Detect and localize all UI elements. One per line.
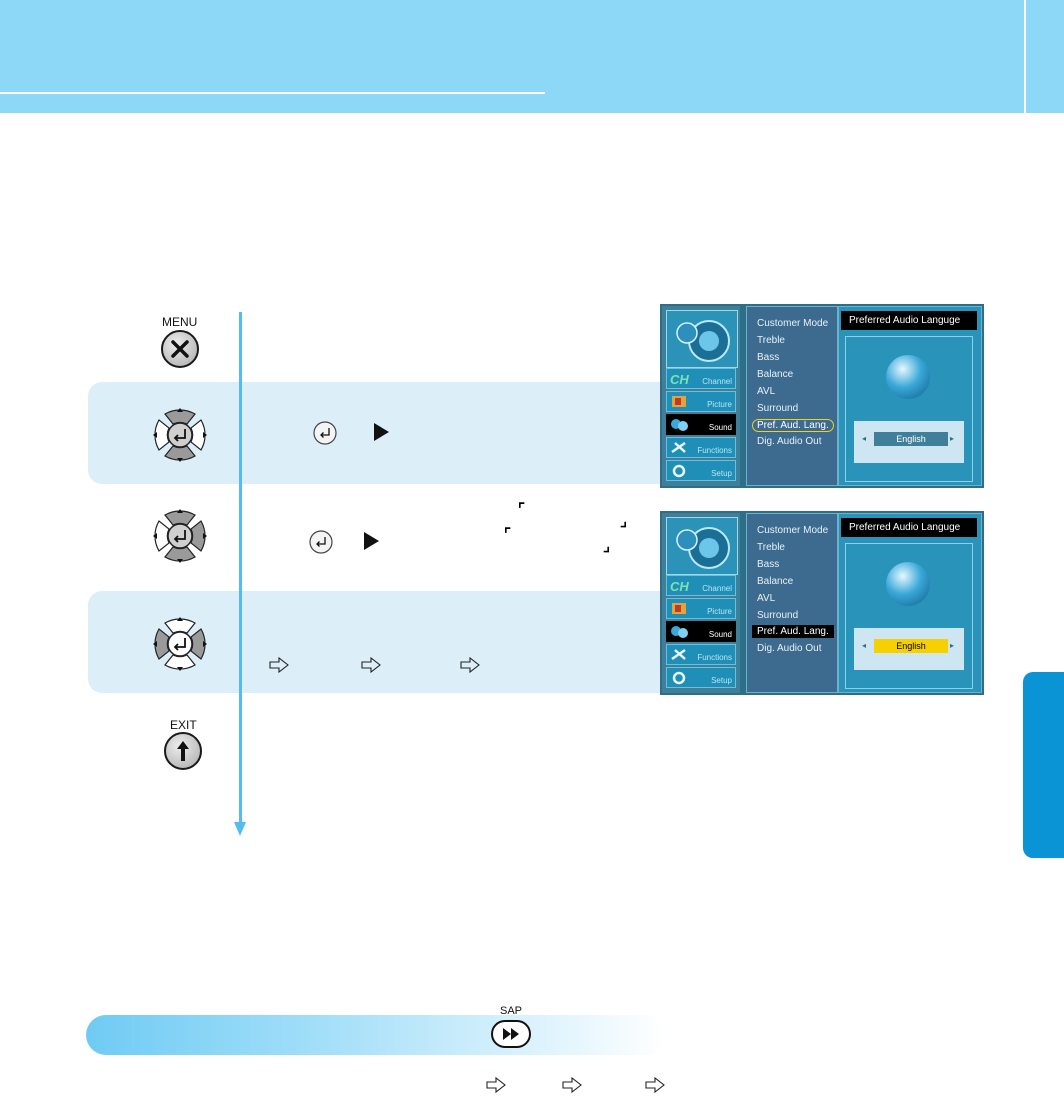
osd-panel-inner: ◂ English ▸ <box>845 543 973 689</box>
speaker-icon <box>666 310 738 368</box>
sound-icon <box>671 626 688 638</box>
setup-gear-icon <box>672 464 686 478</box>
outline-arrow-icon <box>486 1076 506 1094</box>
bracket-open-1: ⌜ <box>518 501 526 518</box>
osd-menu-item: AVL <box>757 593 776 604</box>
osd-menu-item: Bass <box>757 559 780 570</box>
osd-category-functions: Functions <box>666 437 736 458</box>
osd-menu-item-selected: Pref. Aud. Lang. <box>752 419 834 432</box>
osd-panel-inner: ◂ English ▸ <box>845 336 973 482</box>
osd-category-functions: Functions <box>666 644 736 665</box>
osd-panel-title: Preferred Audio Languge <box>841 518 977 537</box>
osd-category-sound: Sound <box>666 621 736 642</box>
exit-button[interactable] <box>164 732 202 770</box>
functions-icon <box>671 441 686 454</box>
right-triangle-icon <box>364 532 379 550</box>
picture-icon <box>672 396 686 407</box>
right-triangle-icon <box>374 423 389 441</box>
exit-key-label: EXIT <box>170 718 197 732</box>
osd-language-value: English <box>874 432 948 446</box>
osd-language-selector: ◂ English ▸ <box>854 628 964 670</box>
tip-bar <box>86 1015 666 1055</box>
osd-language-value-editing: English <box>874 639 948 653</box>
osd-category-setup: Setup <box>666 667 736 688</box>
globe-icon <box>886 355 930 399</box>
osd-menu-item: Surround <box>757 610 799 621</box>
fast-forward-icon <box>503 1028 519 1040</box>
outline-arrow-icon <box>361 656 381 674</box>
osd-language-selector: ◂ English ▸ <box>854 421 964 463</box>
enter-icon <box>313 421 337 445</box>
header-divider <box>0 92 545 94</box>
dpad-left-right[interactable] <box>147 611 213 677</box>
menu-key-label: MENU <box>162 315 198 329</box>
osd-menu-item-active: Pref. Aud. Lang. <box>752 625 834 638</box>
osd-menu-item: Dig. Audio Out <box>757 436 822 447</box>
osd-menu-item: Balance <box>757 576 794 587</box>
speaker-icon <box>666 517 738 575</box>
section-tab <box>1023 672 1064 858</box>
osd-screen-1: CH Channel Picture Sound Functions Setup… <box>660 304 984 488</box>
flow-arrowhead-icon <box>234 822 246 836</box>
svg-text:CH: CH <box>670 372 689 386</box>
outline-arrow-icon <box>269 656 289 674</box>
osd-menu-item: Customer Mode <box>757 525 829 536</box>
channel-icon: CH <box>670 372 689 386</box>
bracket-close-2: ⌟ <box>603 538 611 555</box>
osd-menu-item: AVL <box>757 386 776 397</box>
channel-icon: CH <box>670 579 689 593</box>
outline-arrow-icon <box>460 656 480 674</box>
osd-category-picture: Picture <box>666 598 736 619</box>
osd-menu-item: Treble <box>757 542 785 553</box>
right-arrow-icon: ▸ <box>950 434 955 443</box>
outline-arrow-icon <box>645 1076 665 1094</box>
osd-language-panel: Preferred Audio Languge ◂ English ▸ <box>838 306 982 486</box>
osd-menu-item: Treble <box>757 335 785 346</box>
osd-category-sound: Sound <box>666 414 736 435</box>
osd-menu-item: Surround <box>757 403 799 414</box>
enter-icon <box>309 530 333 554</box>
functions-icon <box>671 648 686 661</box>
dpad-up-down-2[interactable] <box>147 503 213 569</box>
close-x-icon <box>171 340 189 358</box>
dpad-up-down[interactable] <box>147 402 213 468</box>
osd-language-panel: Preferred Audio Languge ◂ English ▸ <box>838 513 982 693</box>
right-arrow-icon: ▸ <box>950 641 955 650</box>
sound-icon <box>671 419 688 431</box>
osd-menu-item: Customer Mode <box>757 318 829 329</box>
left-arrow-icon: ◂ <box>862 434 867 443</box>
flow-line <box>239 312 242 827</box>
bracket-close-1: ⌟ <box>620 513 628 530</box>
menu-button[interactable] <box>161 330 199 368</box>
osd-menu-item: Bass <box>757 352 780 363</box>
sap-button[interactable] <box>491 1020 531 1048</box>
osd-category-column: CH Channel Picture Sound Functions Setup <box>662 306 740 486</box>
header-vertical-divider <box>1024 0 1026 113</box>
up-arrow-icon <box>177 741 189 761</box>
sap-key-label: SAP <box>500 1005 523 1017</box>
outline-arrow-icon <box>562 1076 582 1094</box>
osd-category-column: CH Channel Picture Sound Functions Setup <box>662 513 740 693</box>
osd-category-setup: Setup <box>666 460 736 481</box>
picture-icon <box>672 603 686 614</box>
osd-panel-title: Preferred Audio Languge <box>841 311 977 330</box>
osd-screen-2: CH Channel Picture Sound Functions Setup… <box>660 511 984 695</box>
left-arrow-icon: ◂ <box>862 641 867 650</box>
osd-category-channel: CH Channel <box>666 368 736 389</box>
globe-icon <box>886 562 930 606</box>
osd-menu-item: Balance <box>757 369 794 380</box>
osd-menu-item: Dig. Audio Out <box>757 643 822 654</box>
bracket-open-2: ⌜ <box>504 526 512 543</box>
osd-menu-list: Customer Mode Treble Bass Balance AVL Su… <box>746 513 838 693</box>
svg-text:CH: CH <box>670 579 689 593</box>
osd-category-picture: Picture <box>666 391 736 412</box>
header-band <box>0 0 1064 113</box>
osd-menu-list: Customer Mode Treble Bass Balance AVL Su… <box>746 306 838 486</box>
osd-category-channel: CH Channel <box>666 575 736 596</box>
setup-gear-icon <box>672 671 686 685</box>
